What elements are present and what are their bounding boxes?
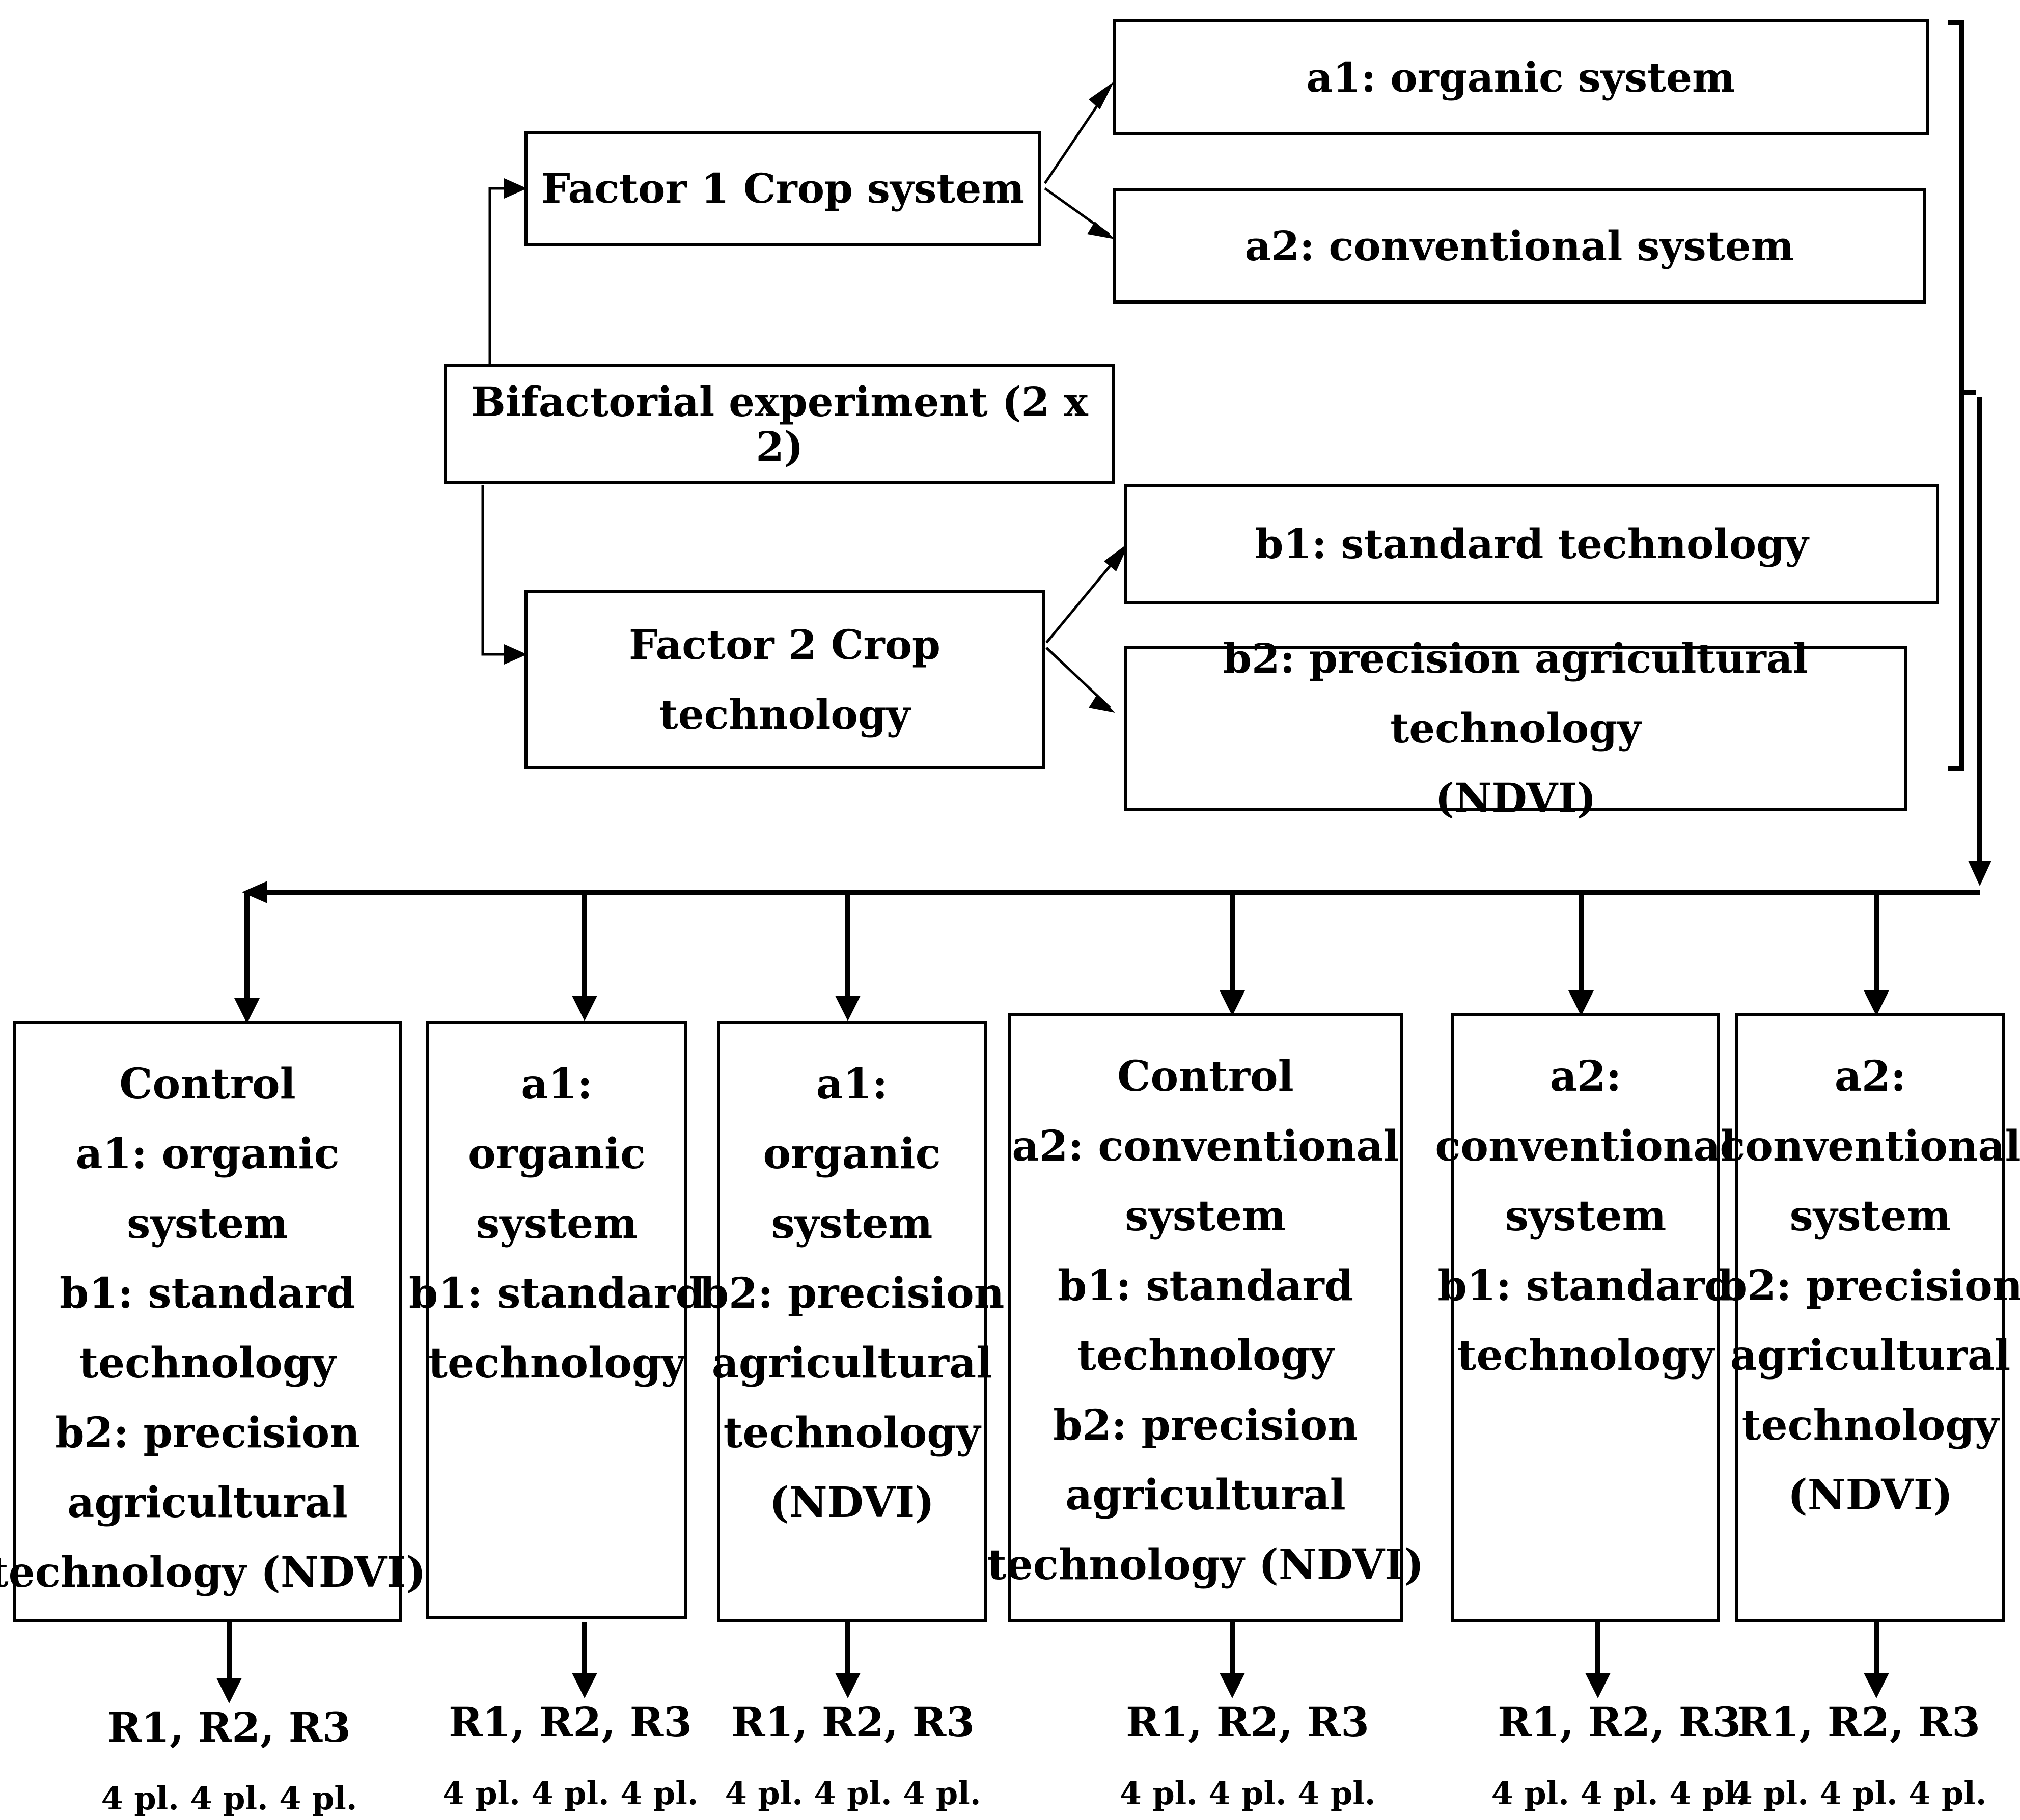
treatment-3-line: a1: [816,1060,888,1109]
treatment-3-line: (NDVI) [769,1478,935,1527]
replicates-label: R1, R2, R3 [731,1698,975,1746]
treatment-box-1: Control a1: organic system b1: standard … [0,1021,426,1622]
replicates-label: R1, R2, R3 [107,1703,351,1751]
replicates-label: R1, R2, R3 [1126,1698,1369,1746]
treatment-6-line: system [1789,1192,1951,1240]
level-b1-label: b1: standard technology [1255,520,1809,568]
treatment-1-line: a1: organic [75,1129,340,1178]
treatment-5-line: system [1505,1192,1667,1240]
treatment-1-line: b1: standard [59,1269,355,1318]
factor1-label: Factor 1 Crop system [541,164,1025,212]
rep-arrowhead-5 [1585,1673,1611,1698]
replicates-label: R1, R2, R3 [1737,1698,1980,1746]
treatment-3-line: organic [763,1129,941,1178]
treatment-1-line: agricultural [67,1478,348,1527]
treatment-5-line: technology [1457,1331,1714,1380]
treatment-box-3: a1: organic system b2: precision agricul… [700,1021,1004,1622]
treatment-2-line: technology [428,1339,685,1388]
root-to-factor1-connector [488,187,524,366]
treatment-2-line: organic [467,1129,646,1178]
treatment-6-line: (NDVI) [1787,1471,1953,1520]
root-to-factor2-connector [481,485,524,656]
b2-arrowhead [1089,694,1115,713]
treatment-3-line: system [771,1199,933,1248]
treatment-3-line: agricultural [711,1339,992,1388]
treatment-1-line: Control [119,1060,296,1109]
drop-arrowhead-5 [1568,990,1594,1016]
treatment-1-line: system [127,1199,288,1248]
treatment-4-line: system [1125,1192,1286,1240]
factor2-arrowhead [504,644,527,665]
factor1-arrowhead [504,178,527,199]
drop-arrowhead-2 [572,996,597,1021]
bus-left-arrowhead [242,881,267,903]
treatment-5-line: b1: standard [1437,1261,1734,1310]
drop-arrowhead-3 [835,996,861,1021]
levels-bracket [1948,20,1964,771]
treatment-6-line: b2: precision [1718,1261,2020,1310]
rep-arrowhead-2 [572,1673,597,1698]
replicates-label: R1, R2, R3 [449,1698,692,1746]
treatment-box-4: Control a2: conventional system b1: stan… [987,1013,1424,1622]
rep-arrowhead-1 [216,1678,242,1703]
drop-arrowhead-1 [234,998,260,1024]
treatment-3-line: b2: precision [699,1269,1005,1318]
plots-label: 4 pl. 4 pl. 4 pl. [1730,1775,1987,1812]
factor2-box: Factor 2 Crop technology [524,590,1045,769]
a1-arrowhead [1089,81,1114,109]
treatment-5-line: a2: [1549,1052,1622,1101]
treatment-4-line: Control [1117,1052,1294,1101]
treatment-2-line: a1: [521,1060,593,1109]
treatment-6-line: a2: [1834,1052,1906,1101]
plots-label: 4 pl. 4 pl. 4 pl. [725,1775,981,1812]
level-a2-box: a2: conventional system [1113,188,1926,304]
treatment-4-line: technology (NDVI) [987,1540,1424,1589]
factor2-line-1: Factor 2 Crop [629,620,940,669]
root-box: Bifactorial experiment (2 x 2) [444,364,1115,484]
treatment-1-line: technology [79,1339,336,1388]
treatment-box-5: a2: conventional system b1: standard tec… [1435,1013,1736,1622]
treatment-6-line: technology [1741,1401,1999,1450]
treatment-box-2: a1: organic system b1: standard technolo… [409,1021,705,1619]
treatment-5-line: conventional [1435,1122,1736,1171]
treatment-6-line: agricultural [1730,1331,2011,1380]
drop-arrowhead-6 [1864,990,1889,1016]
level-b2-line-1: b2: precision agricultural technology [1223,635,1808,752]
treatment-3-line: technology [723,1409,981,1457]
treatment-4-line: b1: standard [1057,1261,1353,1310]
treatment-1-line: technology (NDVI) [0,1548,426,1597]
factor1-box: Factor 1 Crop system [524,131,1041,246]
level-a1-box: a1: organic system [1113,19,1929,135]
replicates-label: R1, R2, R3 [1498,1698,1741,1746]
treatment-2-line: system [476,1199,638,1248]
root-label: Bifactorial experiment (2 x 2) [471,378,1088,471]
treatment-4-line: agricultural [1065,1471,1346,1520]
treatment-1-line: b2: precision [55,1409,360,1457]
bus-down-arrowhead [1968,861,1991,886]
a2-arrowhead [1087,222,1115,239]
b1-arrowhead [1104,542,1129,571]
plots-label: 4 pl. 4 pl. 4 pl. [1491,1775,1748,1812]
treatment-6-line: conventional [1720,1122,2020,1171]
level-b2-line-2: (NDVI) [1435,774,1596,822]
drop-arrowhead-4 [1220,990,1245,1016]
plots-label: 4 pl. 4 pl. 4 pl. [442,1775,699,1812]
treatment-4-line: a2: conventional [1012,1122,1399,1171]
treatment-4-line: technology [1077,1331,1334,1380]
plots-label: 4 pl. 4 pl. 4 pl. [1119,1775,1376,1812]
factor2-line-2: technology [659,690,910,738]
treatment-2-line: b1: standard [409,1269,705,1318]
level-b1-box: b1: standard technology [1124,484,1939,604]
treatment-box-6: a2: conventional system b2: precision ag… [1718,1013,2020,1622]
treatment-4-line: b2: precision [1053,1401,1358,1450]
level-b2-box: b2: precision agricultural technology (N… [1124,635,1907,822]
plots-label: 4 pl. 4 pl. 4 pl. [101,1780,357,1817]
level-a2-label: a2: conventional system [1244,222,1794,270]
rep-arrowhead-3 [835,1673,861,1698]
rep-arrowhead-6 [1864,1673,1889,1698]
rep-arrowhead-4 [1220,1673,1245,1698]
level-a1-label: a1: organic system [1306,53,1735,101]
